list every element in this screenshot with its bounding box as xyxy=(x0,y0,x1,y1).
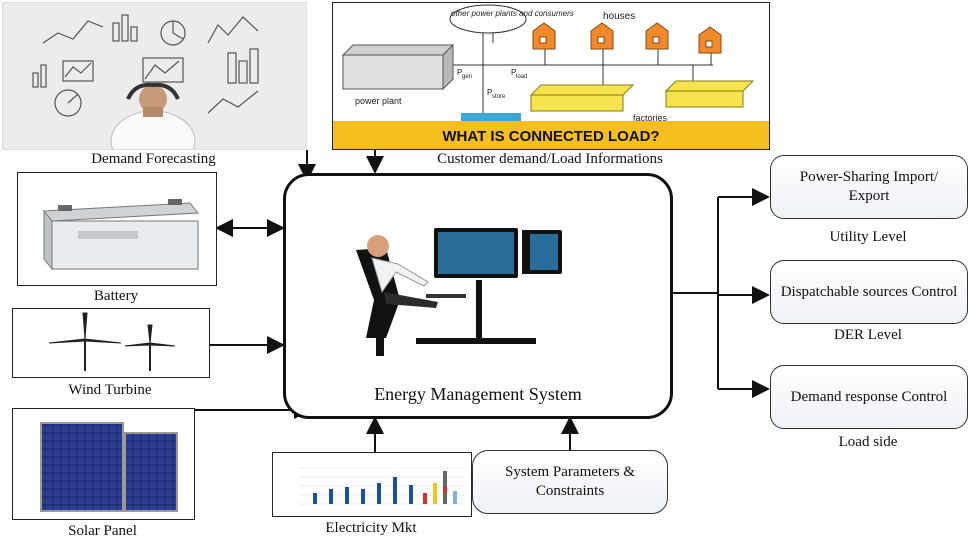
factories-group xyxy=(529,80,755,112)
load-side-label: Load side xyxy=(838,434,898,450)
solar-panel-image xyxy=(12,408,195,520)
demand-response-label: Demand response Control xyxy=(790,388,948,405)
operator-workstation-illustration xyxy=(356,228,562,356)
der-level-label: DER Level xyxy=(834,327,902,343)
demand-forecasting-image xyxy=(2,2,307,150)
factories-label: factories xyxy=(633,113,668,123)
banner-text: WHAT IS CONNECTED LOAD? xyxy=(442,128,659,145)
wind-turbines-illustration xyxy=(48,312,176,371)
energy-management-system-box: Energy Management System xyxy=(283,173,673,419)
solar-panel-label: Solar Panel xyxy=(68,523,137,539)
p-gen-label: P xyxy=(457,68,462,77)
demand-response-box: Demand response Control xyxy=(770,365,968,429)
battery-image xyxy=(17,172,217,286)
p-gen-sub: gen xyxy=(462,74,472,80)
battery-illustration xyxy=(43,199,199,271)
demand-forecasting-label: Demand Forecasting xyxy=(91,151,216,167)
p-load-label: P xyxy=(511,68,516,77)
power-sharing-box: Power-Sharing Import/ Export xyxy=(770,155,968,219)
dispatchable-sources-box: Dispatchable sources Control xyxy=(770,260,968,324)
system-parameters-box: System Parameters & Constraints xyxy=(472,450,668,514)
p-load-sub: load xyxy=(516,74,527,80)
market-chart-thumbnail xyxy=(299,467,465,505)
electricity-mkt-image xyxy=(272,452,472,517)
solar-panels-illustration xyxy=(40,422,178,512)
dispatchable-sources-label: Dispatchable sources Control xyxy=(780,283,958,300)
battery-label: Battery xyxy=(93,288,139,304)
p-store-label: P xyxy=(487,88,492,97)
connected-load-image: other power plants and consumers houses … xyxy=(332,2,770,150)
wind-turbine-image xyxy=(12,308,210,378)
power-plant-label: power plant xyxy=(355,96,402,106)
electricity-mkt-label: Electricity Mkt xyxy=(325,520,417,536)
customer-demand-label: Customer demand/Load Informations xyxy=(437,151,663,167)
wind-turbine-label: Wind Turbine xyxy=(68,382,152,398)
ems-title: Energy Management System xyxy=(374,384,582,404)
p-store-sub: store xyxy=(492,94,506,100)
utility-level-label: Utility Level xyxy=(829,229,907,245)
power-plant-block xyxy=(341,43,455,91)
power-sharing-label: Power-Sharing Import/ Export xyxy=(799,169,939,204)
system-parameters-label: System Parameters & Constraints xyxy=(505,464,635,499)
other-plants-label: other power plants and consumers xyxy=(451,9,574,18)
houses-label: houses xyxy=(603,11,635,22)
houses-group xyxy=(532,22,722,54)
sketch-charts-illustration xyxy=(32,14,259,149)
banner-bar xyxy=(333,121,769,149)
connected-load-illustration: other power plants and consumers houses … xyxy=(333,4,769,149)
